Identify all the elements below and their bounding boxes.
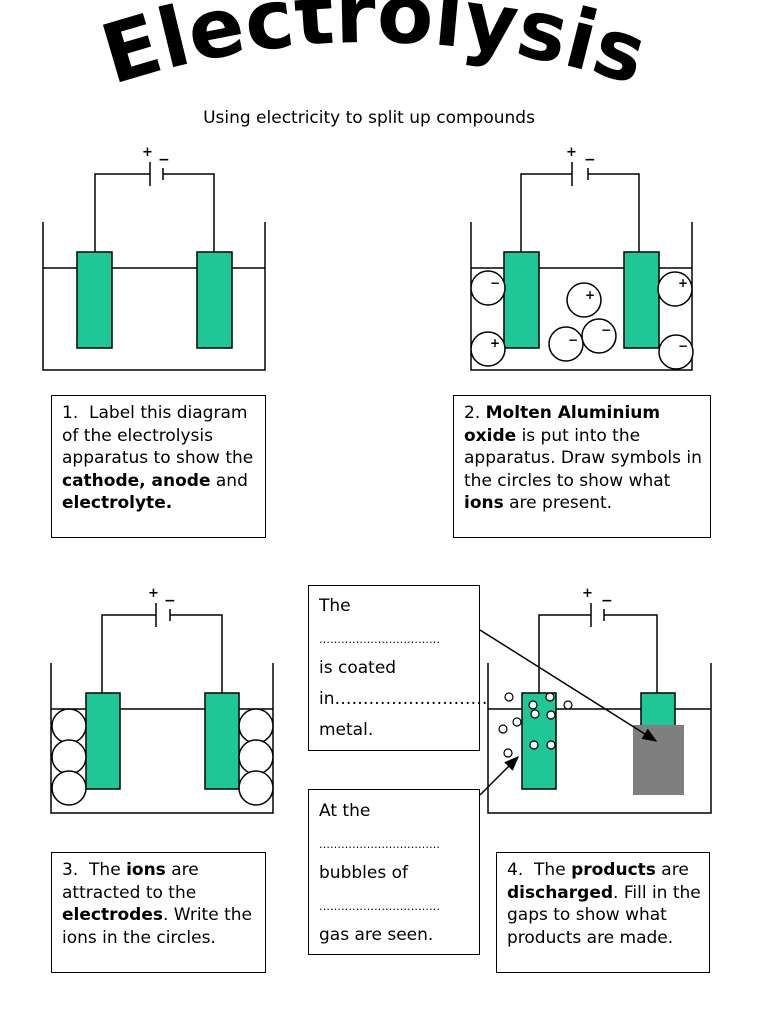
svg-text:Electrolysis: Electrolysis bbox=[91, 0, 656, 104]
ion-minus: − bbox=[490, 276, 500, 290]
task-2-box: 2. Molten Aluminium oxide is put into th… bbox=[453, 395, 711, 538]
ion-circle bbox=[238, 770, 274, 806]
diagram-4-products: + − bbox=[487, 586, 712, 814]
electrode-left bbox=[503, 251, 540, 349]
ion-circle bbox=[470, 270, 506, 306]
fill-text: The bbox=[319, 596, 351, 616]
arrow-to-deposit bbox=[479, 629, 658, 742]
task-1-box: 1. Label this diagram of the electrolysi… bbox=[51, 395, 266, 538]
fill-text: At the bbox=[319, 801, 371, 821]
electrode-left bbox=[76, 251, 113, 349]
fill-text: bubbles of bbox=[319, 863, 408, 883]
battery-plus: + bbox=[566, 145, 577, 160]
ion-circle bbox=[548, 326, 584, 362]
diagram-1-apparatus: + − bbox=[42, 145, 266, 371]
task-number: 3. bbox=[62, 860, 79, 880]
fill-text: metal. bbox=[319, 720, 374, 740]
ion-circle bbox=[51, 708, 87, 744]
ion-plus: + bbox=[490, 336, 500, 350]
diagram-2-molten-ions: + − − + + + − − − bbox=[470, 145, 694, 371]
ion-circle bbox=[566, 282, 602, 318]
pointer-arrows bbox=[479, 629, 658, 796]
ion-minus: − bbox=[568, 333, 578, 347]
ion-minus: − bbox=[678, 339, 688, 353]
arrow-to-bubbles bbox=[479, 755, 520, 796]
ion-circle bbox=[51, 739, 87, 775]
ion-circle bbox=[238, 708, 274, 744]
ion-circle bbox=[238, 739, 274, 775]
ion-circle bbox=[657, 271, 693, 307]
subtitle: Using electricity to split up compounds bbox=[203, 108, 535, 128]
ion-minus: − bbox=[601, 323, 611, 337]
blank-line[interactable]: in……………………… bbox=[319, 689, 488, 709]
electrode-right bbox=[623, 251, 660, 349]
battery-plus: + bbox=[142, 145, 153, 160]
ion-circle bbox=[581, 318, 617, 354]
ion-plus: + bbox=[678, 276, 688, 290]
gas-bubbles bbox=[498, 692, 573, 758]
fill-in-gas-box: At the …………………………… bubbles of …………………………… bbox=[308, 789, 480, 955]
electrode-left bbox=[85, 692, 121, 790]
ion-circle bbox=[51, 770, 87, 806]
task-number: 4. bbox=[507, 860, 524, 880]
ion-plus: + bbox=[585, 288, 595, 302]
task-3-box: 3. The ions are attracted to the electro… bbox=[51, 852, 266, 973]
blank-line[interactable]: …………………………… bbox=[319, 838, 440, 851]
blank-line[interactable]: …………………………… bbox=[319, 633, 440, 646]
battery-minus: − bbox=[164, 593, 176, 609]
battery-plus: + bbox=[582, 586, 593, 601]
worksheet-title: Electrolysis bbox=[91, 0, 656, 104]
fill-text: is coated bbox=[319, 658, 397, 678]
fill-in-metal-box: The …………………………… is coated in……………………… me… bbox=[308, 585, 488, 751]
diagram-3-ions-attracted: + − bbox=[50, 586, 274, 814]
task-4-box: 4. The products are discharged. Fill in … bbox=[496, 852, 710, 973]
task-number: 1. bbox=[62, 403, 79, 423]
battery-minus: − bbox=[601, 593, 613, 609]
electrode-right bbox=[204, 692, 240, 790]
ion-circle bbox=[658, 334, 694, 370]
task-number: 2. bbox=[464, 403, 481, 423]
fill-text: gas are seen. bbox=[319, 925, 434, 945]
electrode-right bbox=[196, 251, 233, 349]
battery-minus: − bbox=[584, 152, 596, 168]
ion-circle bbox=[470, 331, 506, 367]
blank-line[interactable]: …………………………… bbox=[319, 900, 440, 913]
battery-minus: − bbox=[158, 152, 170, 168]
title-text: Electrolysis bbox=[91, 0, 656, 104]
battery-plus: + bbox=[148, 586, 159, 601]
